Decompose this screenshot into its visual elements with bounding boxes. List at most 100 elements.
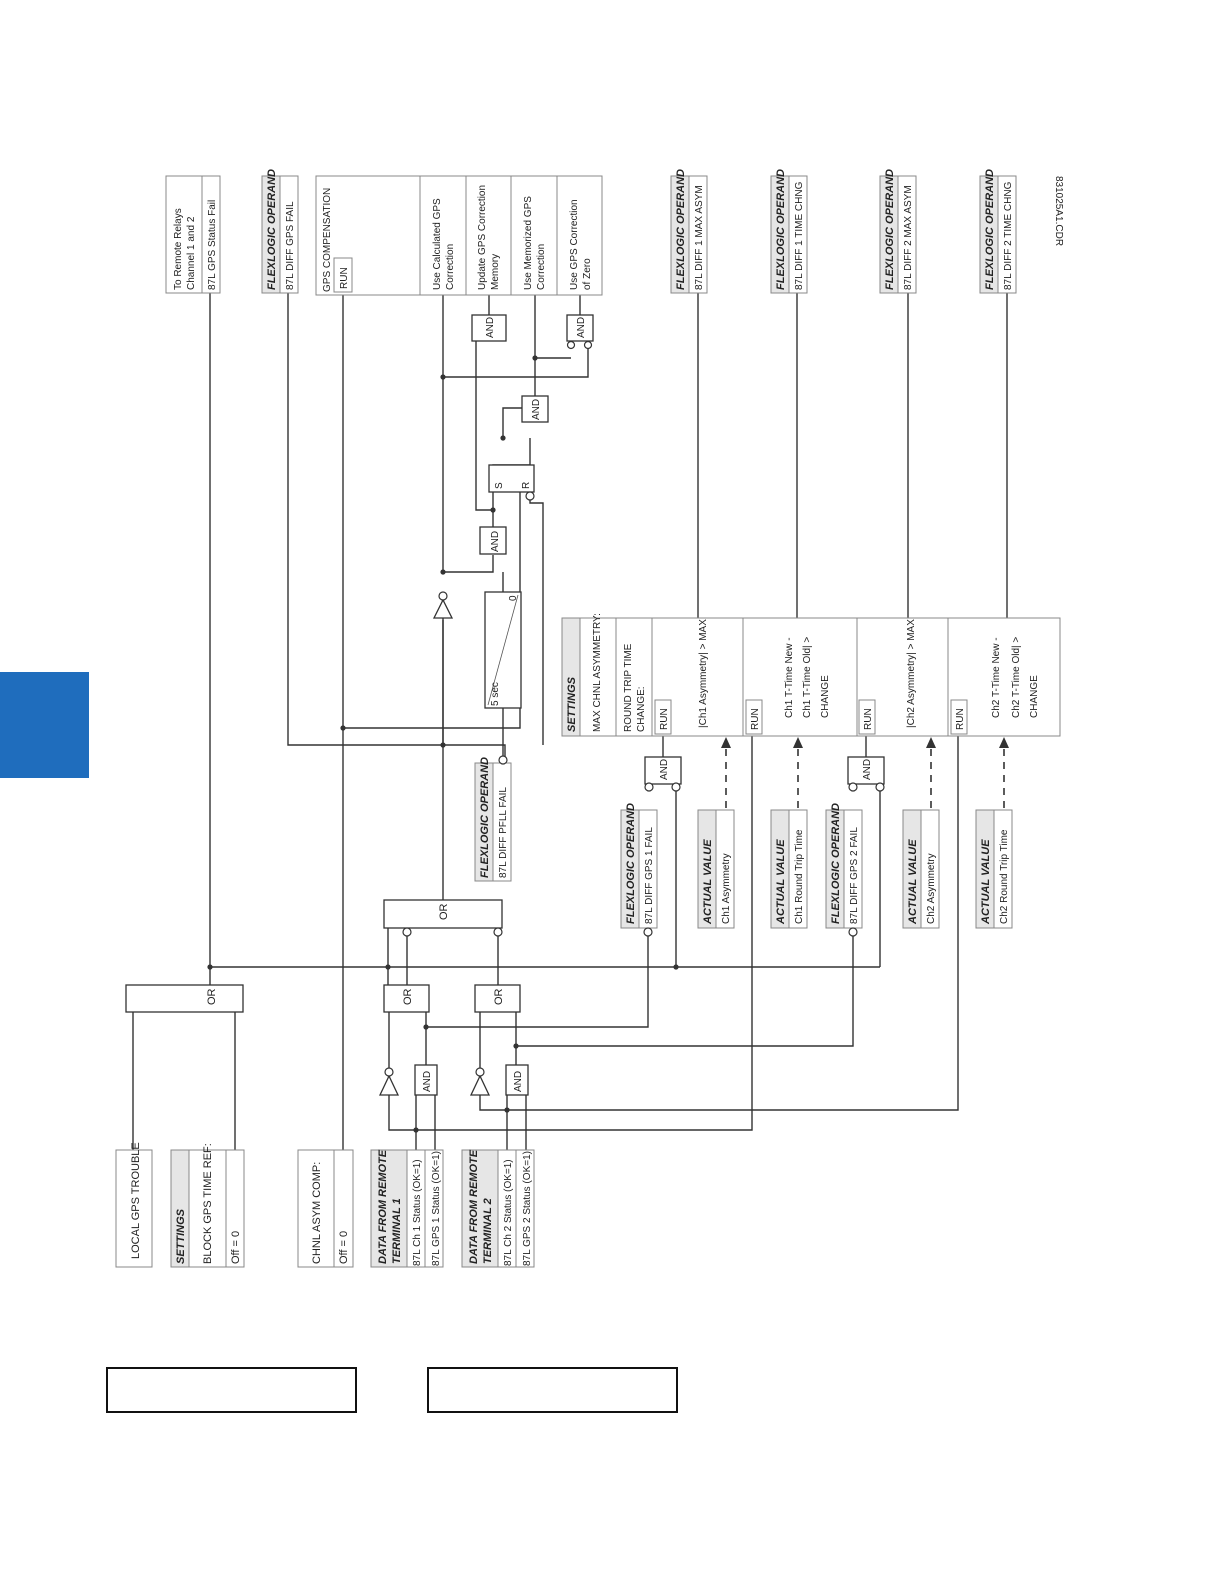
svg-text:RUN: RUN xyxy=(750,708,761,730)
svg-text:OR: OR xyxy=(493,988,505,1005)
chnl-asym-comp-box: CHNL ASYM COMP: Off = 0 xyxy=(297,1149,354,1268)
svg-text:FLEXLOGIC OPERAND: FLEXLOGIC OPERAND xyxy=(984,169,996,290)
svg-text:RUN: RUN xyxy=(339,267,350,289)
gps-fail-output: FLEXLOGIC OPERAND 87L DIFF GPS FAIL xyxy=(261,169,299,294)
svg-text:RUN: RUN xyxy=(863,708,874,730)
svg-text:ACTUAL VALUE: ACTUAL VALUE xyxy=(907,839,919,925)
sr-latch: S R xyxy=(488,464,535,501)
svg-text:Ch2 T-Time New -: Ch2 T-Time New - xyxy=(991,637,1002,718)
local-gps-trouble-box: LOCAL GPS TROUBLE xyxy=(115,1142,153,1268)
diff2-time-chng-output: FLEXLOGIC OPERAND 87L DIFF 2 TIME CHNG xyxy=(979,169,1017,294)
or-gate-terminal1: OR xyxy=(383,984,430,1013)
svg-text:TERMINAL 1: TERMINAL 1 xyxy=(391,1198,403,1264)
svg-text:To Remote Relays: To Remote Relays xyxy=(173,208,184,290)
svg-text:CHANGE: CHANGE xyxy=(820,675,831,718)
gps-compensation-output: GPS COMPENSATION RUN Use Calculated GPS … xyxy=(315,175,603,296)
svg-text:OR: OR xyxy=(402,988,414,1005)
svg-text:CHANGE:: CHANGE: xyxy=(636,686,647,732)
gps2-fail-value: 87L DIFF GPS 2 FAIL xyxy=(849,827,860,924)
and-gate-memory: AND xyxy=(521,395,549,423)
gps2-status-label: 87L GPS 2 Status (OK=1) xyxy=(522,1151,533,1266)
svg-text:87L DIFF 2 MAX ASYM: 87L DIFF 2 MAX ASYM xyxy=(903,185,914,290)
svg-text:AND: AND xyxy=(576,317,587,338)
svg-text:AND: AND xyxy=(485,317,496,338)
ch2-status-label: 87L Ch 2 Status (OK=1) xyxy=(503,1159,514,1266)
svg-text:AND: AND xyxy=(531,399,542,420)
svg-text:Ch1 Round Trip Time: Ch1 Round Trip Time xyxy=(794,829,805,924)
not-gate-pfll xyxy=(432,591,454,619)
svg-text:Ch2 Asymmetry: Ch2 Asymmetry xyxy=(926,853,937,924)
and-gate-gps1: AND xyxy=(644,756,682,792)
block-gps-off-value: Off = 0 xyxy=(230,1231,242,1264)
svg-text:ACTUAL VALUE: ACTUAL VALUE xyxy=(775,839,787,925)
figure-id: 831025A1.CDR xyxy=(1053,176,1064,246)
svg-text:Use GPS Correction: Use GPS Correction xyxy=(569,199,580,290)
svg-text:Use Calculated GPS: Use Calculated GPS xyxy=(432,198,443,290)
remote-relays-output: To Remote Relays Channel 1 and 2 87L GPS… xyxy=(165,175,221,294)
svg-text:Ch2 Round Trip Time: Ch2 Round Trip Time xyxy=(999,829,1010,924)
block-gps-time-ref-label: BLOCK GPS TIME REF: xyxy=(202,1143,214,1264)
or-gate-main: OR xyxy=(383,899,503,937)
gps2-fail-operand: FLEXLOGIC OPERAND 87L DIFF GPS 2 FAIL xyxy=(825,803,863,937)
actual-ch2-asymmetry: ACTUAL VALUE Ch2 Asymmetry xyxy=(902,809,940,929)
block-gps-settings-box: SETTINGS BLOCK GPS TIME REF: Off = 0 xyxy=(170,1143,245,1268)
svg-text:AND: AND xyxy=(490,531,501,552)
svg-text:Correction: Correction xyxy=(536,244,547,290)
svg-text:87L DIFF GPS FAIL: 87L DIFF GPS FAIL xyxy=(285,201,296,290)
svg-text:ROUND TRIP TIME: ROUND TRIP TIME xyxy=(623,643,634,732)
ch1-status-label: 87L Ch 1 Status (OK=1) xyxy=(412,1159,423,1266)
svg-text:R: R xyxy=(521,482,532,489)
not-gate-terminal2 xyxy=(469,1067,491,1096)
footer-box-left xyxy=(106,1367,357,1413)
svg-text:FLEXLOGIC OPERAND: FLEXLOGIC OPERAND xyxy=(884,169,896,290)
and-gate-gps2: AND xyxy=(847,756,885,792)
actual-ch1-round-trip: ACTUAL VALUE Ch1 Round Trip Time xyxy=(770,809,808,929)
svg-text:DATA FROM REMOTE: DATA FROM REMOTE xyxy=(377,1149,389,1264)
chapter-side-tab xyxy=(0,672,89,778)
svg-text:Update GPS Correction: Update GPS Correction xyxy=(477,185,488,290)
not-gate-terminal1 xyxy=(378,1067,400,1096)
svg-text:ACTUAL VALUE: ACTUAL VALUE xyxy=(702,839,714,925)
timer-pickup: 5 sec xyxy=(490,682,501,706)
and-gate-terminal1: AND xyxy=(414,1064,438,1096)
svg-text:FLEXLOGIC OPERAND: FLEXLOGIC OPERAND xyxy=(266,169,278,290)
svg-text:DATA FROM REMOTE: DATA FROM REMOTE xyxy=(468,1149,480,1264)
svg-text:FLEXLOGIC OPERAND: FLEXLOGIC OPERAND xyxy=(625,803,637,924)
svg-text:CHANGE: CHANGE xyxy=(1029,675,1040,718)
svg-text:|Ch2 Asymmetry| > MAX: |Ch2 Asymmetry| > MAX xyxy=(906,619,917,728)
and-gate-zero: AND xyxy=(566,314,594,350)
chnl-asym-off-value: Off = 0 xyxy=(338,1231,350,1264)
svg-text:87L DIFF 2 TIME CHNG: 87L DIFF 2 TIME CHNG xyxy=(1003,181,1014,290)
svg-text:FLEXLOGIC OPERAND: FLEXLOGIC OPERAND xyxy=(479,757,491,878)
or-gate-local: OR xyxy=(125,984,244,1013)
svg-text:OR: OR xyxy=(206,988,218,1005)
gps1-status-label: 87L GPS 1 Status (OK=1) xyxy=(431,1151,442,1266)
svg-text:Correction: Correction xyxy=(445,244,456,290)
svg-text:87L DIFF 1 MAX ASYM: 87L DIFF 1 MAX ASYM xyxy=(694,185,705,290)
junction-dots xyxy=(207,355,679,1133)
svg-text:OR: OR xyxy=(438,903,450,920)
diff1-time-chng-output: FLEXLOGIC OPERAND 87L DIFF 1 TIME CHNG xyxy=(770,169,808,294)
svg-text:MAX CHNL ASYMMETRY:: MAX CHNL ASYMMETRY: xyxy=(592,613,603,732)
diff1-max-asym-output: FLEXLOGIC OPERAND 87L DIFF 1 MAX ASYM xyxy=(670,169,708,294)
asymmetry-settings-block: SETTINGS MAX CHNL ASYMMETRY: ROUND TRIP … xyxy=(561,613,1061,737)
svg-text:ACTUAL VALUE: ACTUAL VALUE xyxy=(980,839,992,925)
gps1-fail-operand: FLEXLOGIC OPERAND 87L DIFF GPS 1 FAIL xyxy=(620,803,658,937)
chnl-asym-comp-label: CHNL ASYM COMP: xyxy=(311,1162,323,1264)
and-gate-terminal2: AND xyxy=(505,1064,529,1096)
svg-text:87L GPS Status Fail: 87L GPS Status Fail xyxy=(207,200,218,290)
svg-text:Channel 1 and 2: Channel 1 and 2 xyxy=(186,216,197,290)
svg-text:FLEXLOGIC OPERAND: FLEXLOGIC OPERAND xyxy=(830,803,842,924)
timer-block: 5 sec 0 xyxy=(484,591,522,709)
svg-text:FLEXLOGIC OPERAND: FLEXLOGIC OPERAND xyxy=(775,169,787,290)
svg-text:AND: AND xyxy=(862,759,873,780)
svg-text:AND: AND xyxy=(659,759,670,780)
svg-text:FLEXLOGIC OPERAND: FLEXLOGIC OPERAND xyxy=(675,169,687,290)
svg-text:RUN: RUN xyxy=(955,708,966,730)
svg-text:Ch1 T-Time Old| >: Ch1 T-Time Old| > xyxy=(802,637,813,718)
pfll-fail-operand: FLEXLOGIC OPERAND 87L DIFF PFLL FAIL xyxy=(474,755,512,882)
block-settings-header: SETTINGS xyxy=(175,1208,187,1264)
pfll-fail-value: 87L DIFF PFLL FAIL xyxy=(498,787,509,878)
svg-text:AND: AND xyxy=(513,1071,524,1092)
